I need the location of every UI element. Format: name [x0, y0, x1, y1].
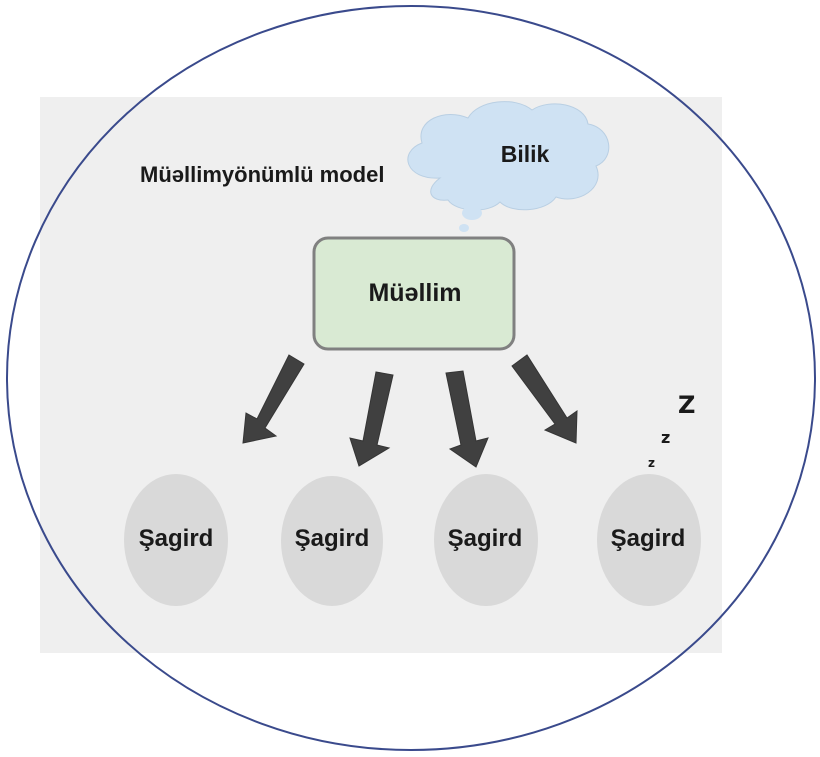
arrow-1 — [242, 354, 305, 444]
knowledge-cloud — [407, 101, 610, 232]
arrow-4 — [511, 354, 578, 444]
sleep-z-large: Z — [678, 391, 696, 419]
students — [124, 474, 701, 606]
arrows — [242, 354, 578, 468]
teacher-label: Müəllim — [368, 279, 462, 307]
model-title: Müəllimyönümlü model — [140, 162, 385, 187]
student-label: Şagird — [138, 525, 214, 552]
student-circle-3 — [434, 474, 538, 606]
student-circle-1 — [124, 474, 228, 606]
outer-circle — [6, 5, 816, 751]
sleep-z-small: z — [648, 456, 655, 470]
student-label: Şagird — [294, 525, 370, 552]
student-circle-4 — [597, 474, 701, 606]
student-label: Şagird — [610, 525, 686, 552]
arrow-3 — [445, 370, 489, 468]
student-circle-2 — [281, 476, 383, 606]
thought-bubble-medium — [462, 206, 482, 220]
teacher-box — [312, 236, 516, 351]
student-label: Şagird — [447, 525, 523, 552]
thought-bubble-small — [459, 224, 469, 232]
arrow-2 — [349, 371, 394, 467]
cloud-label: Bilik — [500, 141, 550, 167]
sleep-z-medium: z — [661, 428, 671, 447]
